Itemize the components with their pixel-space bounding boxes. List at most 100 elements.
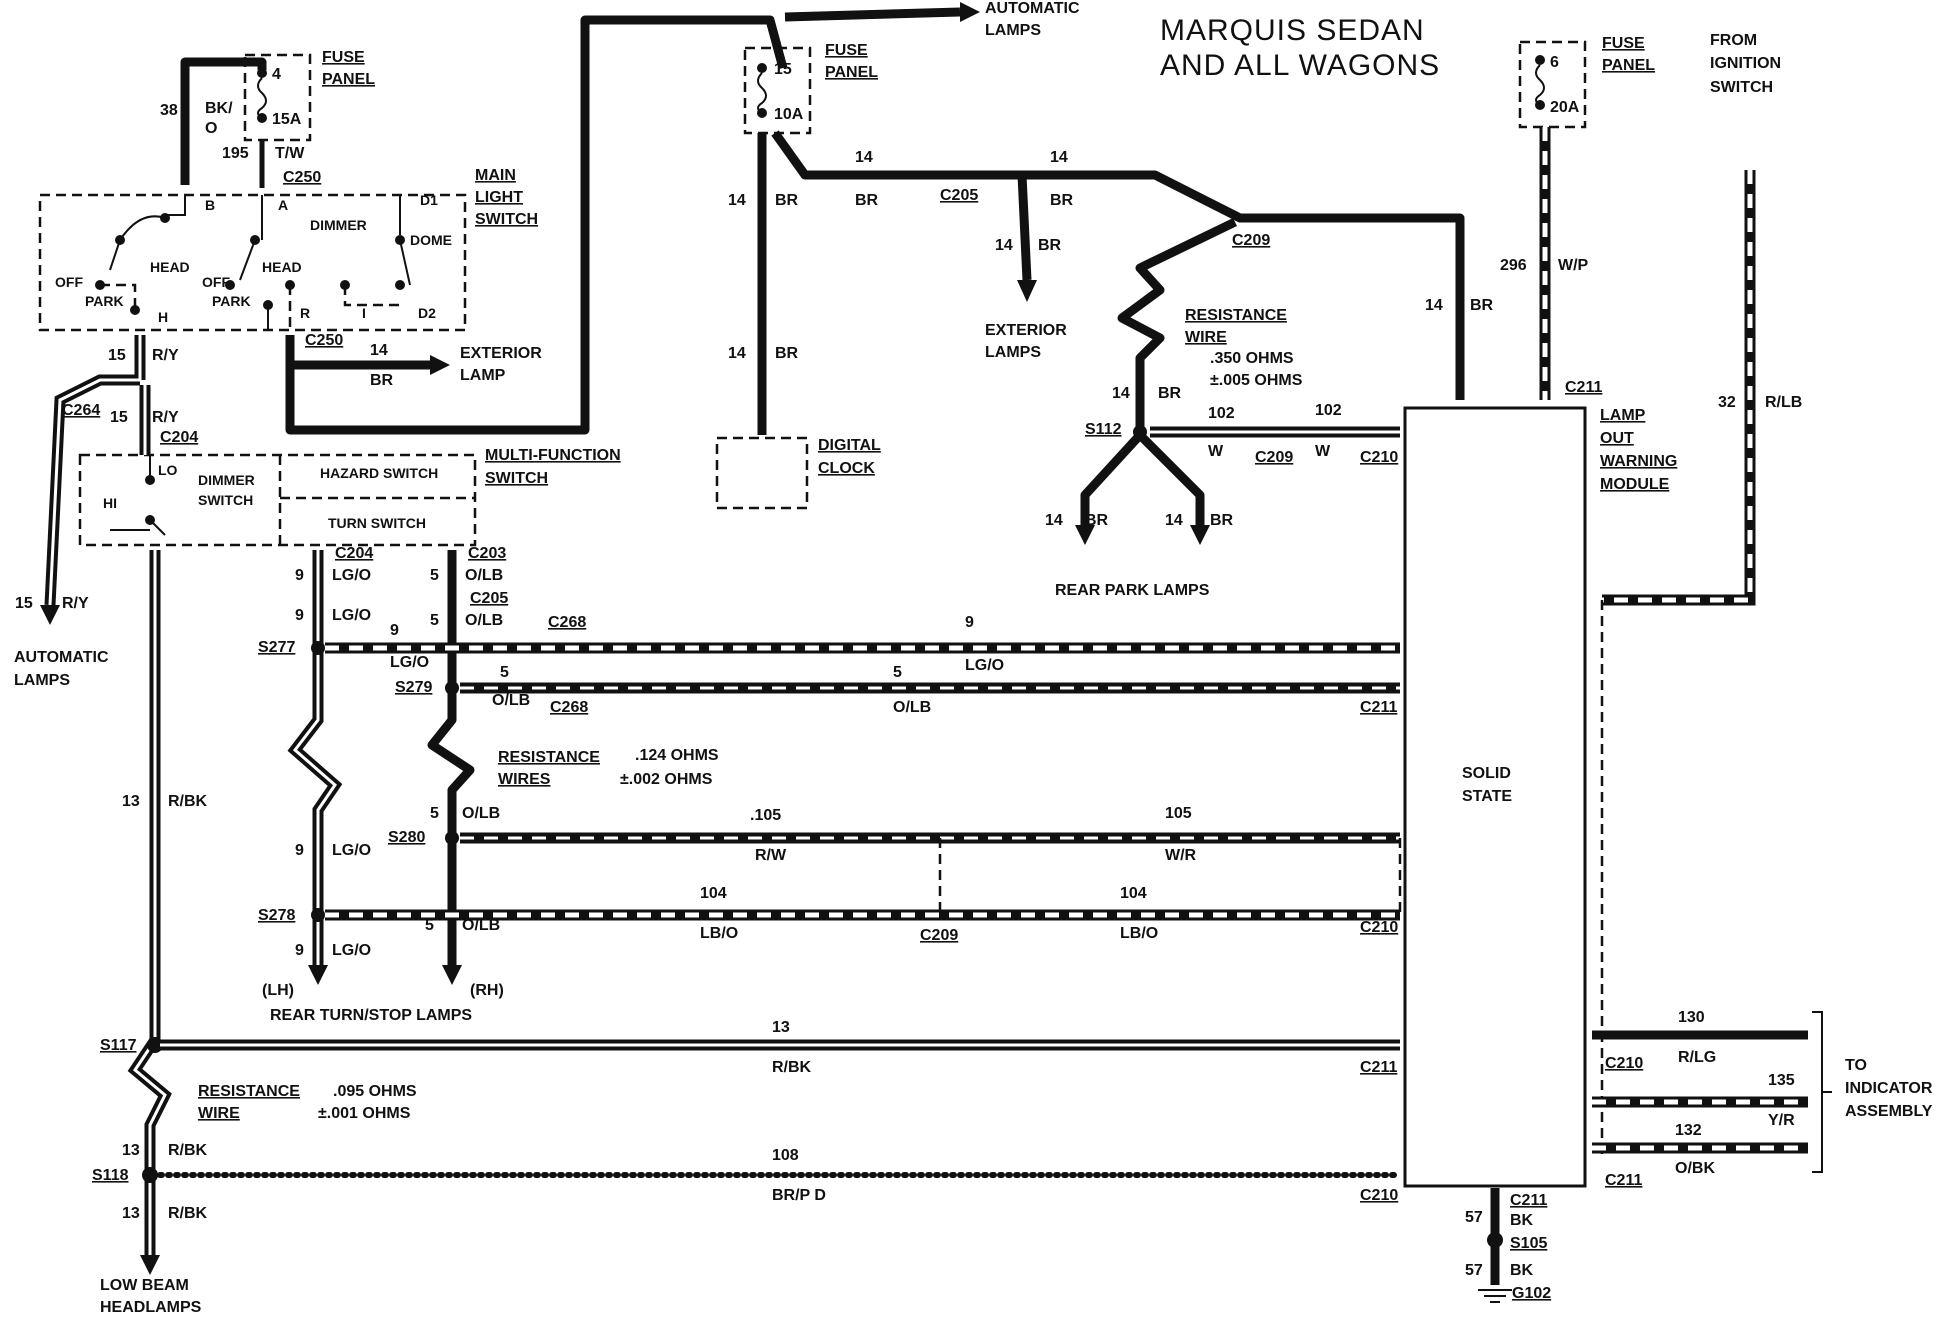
lgo-color-2: LG/O [332, 607, 371, 624]
w132-num: 132 [1675, 1122, 1702, 1139]
ry-num-3: 15 [15, 595, 33, 612]
module-label-2: OUT [1600, 430, 1634, 447]
w102-num-2: 102 [1315, 402, 1342, 419]
module-label-3: WARNING [1600, 453, 1677, 470]
mls-park-1: PARK [85, 293, 124, 309]
conn-c268-bottom: C268 [550, 699, 588, 716]
olb-color-4: O/LB [462, 805, 500, 822]
mls-label-1: MAIN [475, 167, 516, 184]
conn-c209-bottom: C209 [920, 927, 958, 944]
br-module-color: BR [1470, 297, 1494, 314]
lamp-out-warning-module [1403, 406, 1587, 1188]
from-ign-1: FROM [1710, 32, 1757, 49]
mls-term-d2: D2 [418, 305, 436, 321]
res3-label-2: WIRE [198, 1105, 240, 1122]
conn-c210-108: C210 [1360, 1187, 1398, 1204]
mls-term-b: B [205, 197, 215, 213]
w108-color: BR/P D [772, 1187, 826, 1204]
fuse-left-number: 4 [272, 66, 281, 83]
fuse-right-label-2: PANEL [1602, 57, 1655, 74]
digital-clock-label-2: CLOCK [818, 460, 875, 477]
hazard-switch: HAZARD SWITCH [320, 465, 438, 481]
exterior-lamp-label-1: EXTERIOR [460, 345, 542, 362]
wire-195-color: T/W [275, 145, 305, 162]
olb-color-3: O/LB [492, 692, 530, 709]
fuse-left-rating: 15A [272, 111, 302, 128]
rbk-num-2: 13 [122, 1142, 140, 1159]
clk-wire-color-1: BR [775, 192, 799, 209]
rear-turn-stop-label: REAR TURN/STOP LAMPS [270, 1007, 472, 1024]
res2-label-1: RESISTANCE [498, 749, 600, 766]
from-ign-3: SWITCH [1710, 79, 1773, 96]
rbk-module-color: R/BK [772, 1059, 812, 1076]
conn-c210-104: C210 [1360, 919, 1398, 936]
olb-module-num: 5 [893, 664, 902, 681]
lgo-color-3: LG/O [390, 654, 429, 671]
conn-c268-top: C268 [548, 614, 586, 631]
w135-color: Y/R [1768, 1112, 1795, 1129]
mls-dimmer: DIMMER [310, 217, 367, 233]
conn-s278: S278 [258, 907, 295, 924]
w132-color: O/BK [1675, 1160, 1715, 1177]
wire-195-num: 195 [222, 145, 249, 162]
conn-c211-top: C211 [1565, 379, 1602, 396]
lgo-module-color: LG/O [965, 657, 1004, 674]
w102-num-1: 102 [1208, 405, 1235, 422]
olb-color-5: O/LB [462, 917, 500, 934]
fuse-right-rating: 20A [1550, 99, 1580, 116]
res3-label-1: RESISTANCE [198, 1083, 300, 1100]
conn-c211-out: C211 [1605, 1172, 1642, 1189]
conn-c205-bottom: C205 [470, 590, 508, 607]
main-light-switch: B A D1 DIMMER DOME HEAD HEAD OFF OFF PAR… [38, 192, 467, 332]
w296-num: 296 [1500, 257, 1527, 274]
to-indicator-3: ASSEMBLY [1845, 1103, 1933, 1120]
res2-value-1: .124 OHMS [635, 747, 719, 764]
w105-num-2: 105 [1165, 805, 1192, 822]
lgo-num-3: 9 [390, 622, 399, 639]
w104-num-2: 104 [1120, 885, 1147, 902]
olb-num-1: 5 [430, 567, 439, 584]
s112-wire-num: 14 [1112, 385, 1130, 402]
conn-c250-bottom: C250 [305, 332, 343, 349]
ext-lamps-num: 14 [995, 237, 1013, 254]
mls-label-2: LIGHT [475, 189, 523, 206]
conn-s280: S280 [388, 829, 425, 846]
ext-lamps-label-2: LAMPS [985, 344, 1041, 361]
lgo-num-1: 9 [295, 567, 304, 584]
conn-c203: C203 [468, 545, 506, 562]
w102-color-2: W [1315, 443, 1331, 460]
lgo-module-num: 9 [965, 614, 974, 631]
br-main-color-2: BR [1050, 192, 1074, 209]
ry-color-1: R/Y [152, 347, 179, 364]
conn-c209-top: C209 [1232, 232, 1270, 249]
digital-clock-box [715, 436, 809, 510]
res2-label-2: WIRES [498, 771, 551, 788]
w32-color: R/LB [1765, 394, 1802, 411]
conn-c211-gnd: C211 [1510, 1192, 1547, 1209]
mls-term-i: I [362, 305, 366, 321]
lgo-num-4: 9 [295, 842, 304, 859]
wire-38-num: 38 [160, 102, 178, 119]
w102-color-1: W [1208, 443, 1224, 460]
lgo-num-2: 9 [295, 607, 304, 624]
w105-num-1: .105 [750, 807, 781, 824]
olb-color-2: O/LB [465, 612, 503, 629]
module-label-4: MODULE [1600, 476, 1670, 493]
clk-wire-num-1: 14 [728, 192, 746, 209]
low-beam-label-1: LOW BEAM [100, 1277, 189, 1294]
res2-value-2: ±.002 OHMS [620, 771, 713, 788]
mls-term-r: R [300, 305, 310, 321]
from-ign-2: IGNITION [1710, 55, 1781, 72]
rear-rh: (RH) [470, 982, 504, 999]
mls-head-2: HEAD [262, 259, 302, 275]
w104-color-1: LB/O [700, 925, 738, 942]
clk-wire-color-2: BR [775, 345, 799, 362]
auto-lamps-top-1: AUTOMATIC [985, 0, 1080, 17]
mls-head-1: HEAD [150, 259, 190, 275]
mls-park-2: PARK [212, 293, 251, 309]
w105-color-2: W/R [1165, 847, 1197, 864]
s112-wire-color: BR [1158, 385, 1182, 402]
olb-num-4: 5 [430, 805, 439, 822]
fuse-left-label-1: FUSE [322, 49, 365, 66]
to-indicator-1: TO [1845, 1057, 1867, 1074]
